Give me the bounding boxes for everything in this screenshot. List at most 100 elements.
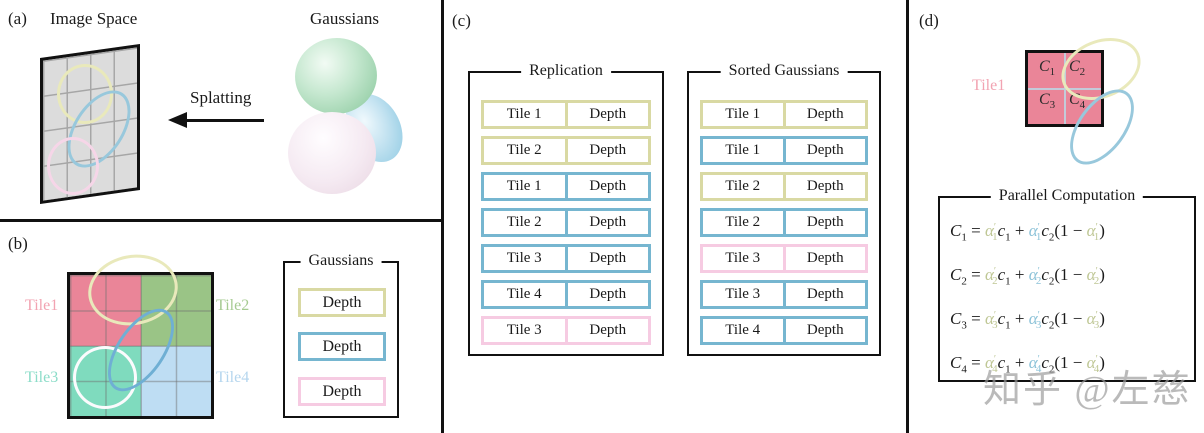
gaussian-entry-row: Tile 2 Depth xyxy=(700,172,868,201)
color-term: c2 xyxy=(1041,265,1055,288)
tile-cell: Tile 3 xyxy=(484,247,568,270)
formula-line: C3 = α′3c1 + α′3c2(1 − α′3) xyxy=(950,301,1194,331)
operator: + xyxy=(1010,353,1029,372)
alpha-term-yellow: α′1 xyxy=(984,221,998,243)
depth-cell: Depth xyxy=(806,178,844,194)
depth-cell: Depth xyxy=(589,250,627,266)
color-term: c1 xyxy=(997,309,1011,332)
formula-lhs: C2 xyxy=(950,265,967,288)
gaussian-entry-row: Tile 2 Depth xyxy=(700,208,868,237)
legend-depth-item: Depth xyxy=(298,332,386,361)
alpha-term-yellow: α′1 xyxy=(1086,221,1100,243)
alpha-term-blue: α′3 xyxy=(1028,309,1042,331)
depth-cell: Depth xyxy=(806,250,844,266)
depth-cell: Depth xyxy=(806,214,844,230)
tile-cell: Tile 3 xyxy=(703,247,786,270)
gaussians-title: Gaussians xyxy=(310,9,379,28)
formula-lhs: C4 xyxy=(950,353,967,376)
alpha-term-blue: α′1 xyxy=(1028,221,1042,243)
gaussian-entry-row: Tile 3 Depth xyxy=(481,316,651,345)
color-term: c1 xyxy=(997,265,1011,288)
gaussians-legend-title: Gaussians xyxy=(300,252,382,270)
tile1-label: Tile1 xyxy=(25,297,59,314)
gaussian-entry-row: Tile 1 Depth xyxy=(700,100,868,129)
depth-cell: Depth xyxy=(589,142,627,158)
replication-title: Replication xyxy=(521,62,611,80)
color-term: c1 xyxy=(997,221,1011,244)
equals-sign: = xyxy=(966,265,985,284)
depth-cell: Depth xyxy=(589,214,627,230)
color-term: c2 xyxy=(1041,221,1055,244)
pixel-cell-label: C3 xyxy=(1039,91,1056,112)
legend-depth-item: Depth xyxy=(298,288,386,317)
operator: (1 − xyxy=(1054,265,1087,284)
tile-cell: Tile 2 xyxy=(703,211,786,234)
alpha-term-yellow: α′4 xyxy=(1086,353,1100,375)
tile1-quadrant xyxy=(70,275,141,346)
tile4-label: Tile4 xyxy=(216,369,250,386)
gaussian-entry-row: Tile 3 Depth xyxy=(700,244,868,273)
operator: (1 − xyxy=(1054,221,1087,240)
pixel-grid-horizontal-line xyxy=(1028,87,1101,90)
tile-cell: Tile 4 xyxy=(703,319,786,342)
equals-sign: = xyxy=(966,221,985,240)
splatting-arrow-head-icon xyxy=(168,112,187,128)
formula-lhs: C1 xyxy=(950,221,967,244)
splatting-label: Splatting xyxy=(190,88,252,107)
tile-cell: Tile 2 xyxy=(703,175,786,198)
tile2-quadrant xyxy=(140,275,211,346)
gaussian-entry-row: Tile 1 Depth xyxy=(481,100,651,129)
formula-list: C1 = α′1c1 + α′1c2(1 − α′1)C2 = α′2c1 + … xyxy=(940,198,1194,375)
operator: ) xyxy=(1099,265,1105,284)
tile2-label: Tile2 xyxy=(216,297,250,314)
depth-cell: Depth xyxy=(806,106,844,122)
equals-sign: = xyxy=(966,309,985,328)
color-term: c2 xyxy=(1041,309,1055,332)
gaussian-entry-row: Tile 1 Depth xyxy=(700,136,868,165)
depth-cell: Depth xyxy=(589,322,627,338)
depth-cell: Depth xyxy=(806,322,844,338)
gaussian-ellipsoid-pink xyxy=(288,112,376,194)
gaussian-entry-row: Tile 4 Depth xyxy=(700,316,868,345)
alpha-term-blue: α′4 xyxy=(1028,353,1042,375)
tile-cell: Tile 1 xyxy=(484,103,568,126)
depth-cell: Depth xyxy=(806,142,844,158)
color-term: c1 xyxy=(997,353,1011,376)
tile-cell: Tile 2 xyxy=(484,139,568,162)
tile4-quadrant xyxy=(140,345,211,416)
color-term: c2 xyxy=(1041,353,1055,376)
operator: ) xyxy=(1099,353,1105,372)
operator: (1 − xyxy=(1054,309,1087,328)
depth-cell: Depth xyxy=(589,178,627,194)
watermark-text: 知乎 @左慈 xyxy=(983,369,1192,411)
tile-cell: Tile 3 xyxy=(484,319,568,342)
sorted-gaussians-title: Sorted Gaussians xyxy=(720,62,848,80)
parallel-computation-box: Parallel Computation C1 = α′1c1 + α′1c2(… xyxy=(938,187,1196,382)
alpha-term-yellow: α′2 xyxy=(984,265,998,287)
depth-cell: Depth xyxy=(589,106,627,122)
alpha-term-yellow: α′3 xyxy=(1086,309,1100,331)
formula-line: C4 = α′4c1 + α′4c2(1 − α′4) xyxy=(950,345,1194,375)
tile-cell: Tile 1 xyxy=(703,103,786,126)
splat-ellipse-yellow xyxy=(57,64,113,124)
panel-b-label: (b) xyxy=(8,234,28,253)
equals-sign: = xyxy=(966,353,985,372)
splatting-arrow-line xyxy=(186,119,264,122)
alpha-term-yellow: α′4 xyxy=(984,353,998,375)
splat-ellipse-pink xyxy=(47,137,99,195)
tile-cell: Tile 1 xyxy=(703,139,786,162)
panel-a-label: (a) xyxy=(8,9,27,28)
operator: ) xyxy=(1099,221,1105,240)
tile3-label: Tile3 xyxy=(25,369,59,386)
parallel-computation-title: Parallel Computation xyxy=(990,187,1144,205)
depth-cell: Depth xyxy=(806,286,844,302)
